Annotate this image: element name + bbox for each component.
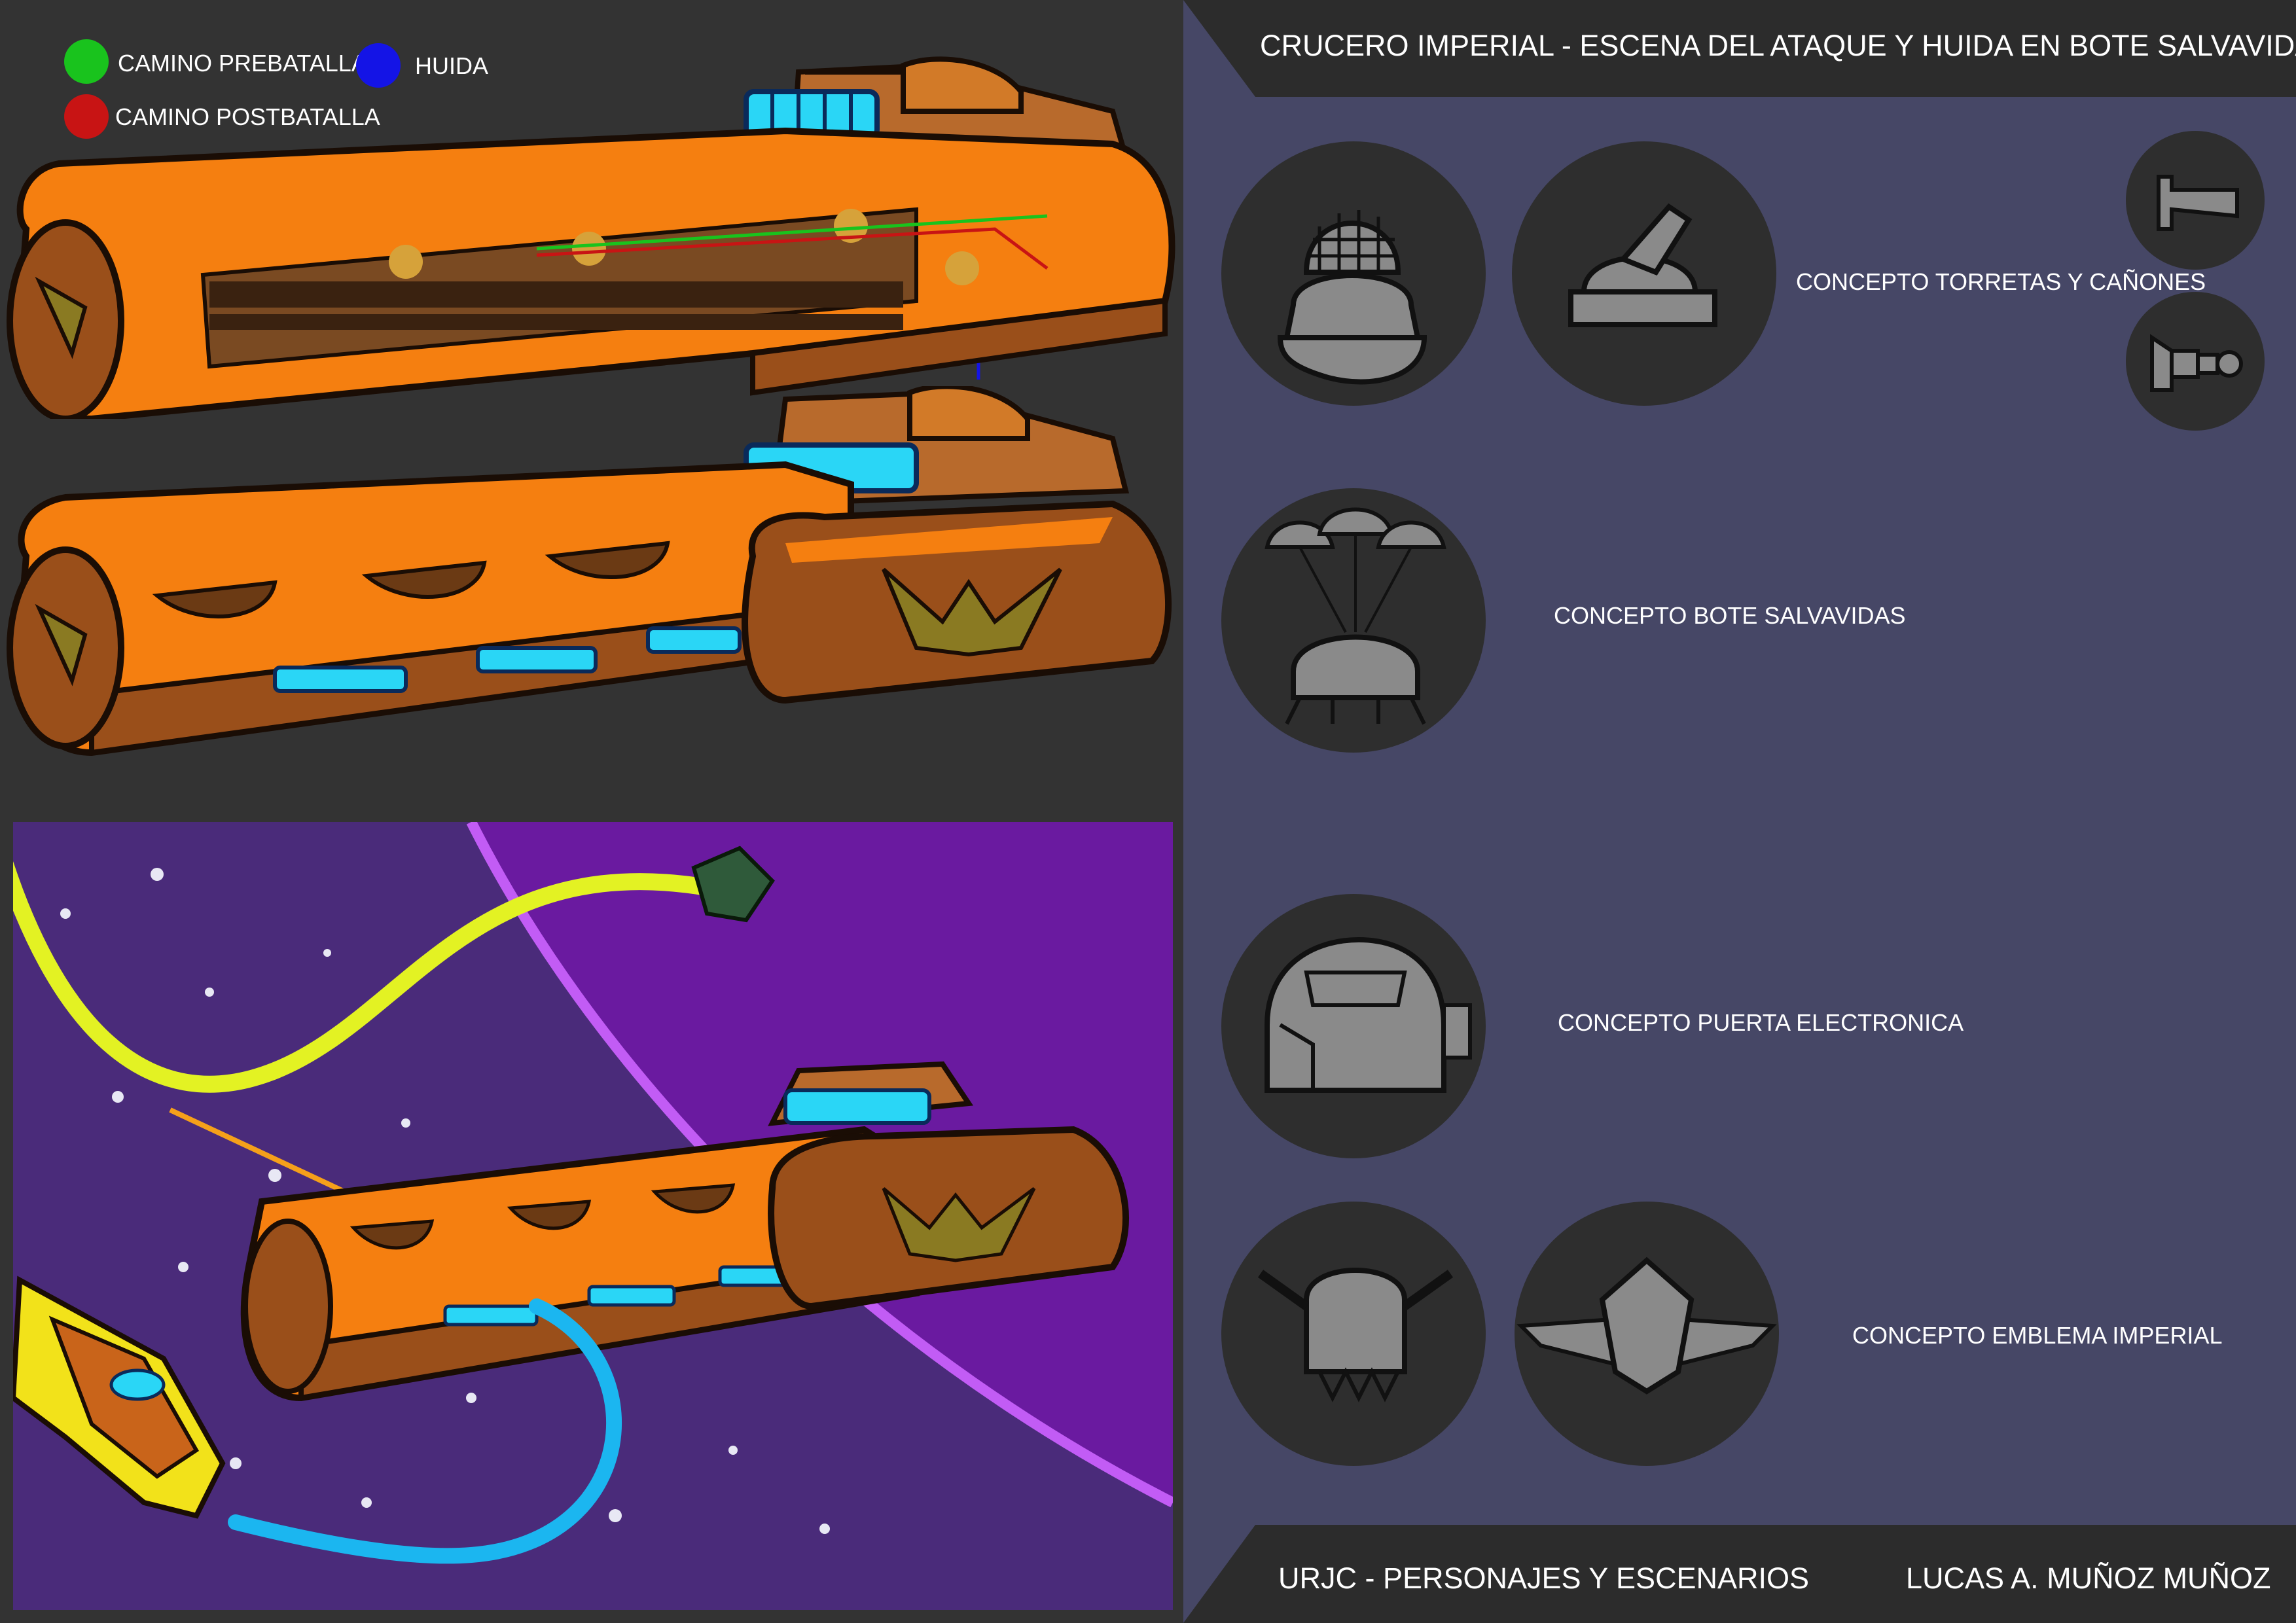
cannon-muzzle-icon — [2150, 334, 2243, 392]
legend-label-escape: HUIDA — [415, 52, 489, 79]
turret-dome-icon — [1277, 210, 1427, 385]
cannon-concept-2 — [2126, 292, 2265, 431]
emblem-concept-2 — [1515, 1202, 1779, 1466]
legend-dot-postbattle — [64, 94, 109, 139]
lifeboat-label: CONCEPTO BOTE SALVAVIDAS — [1554, 602, 1906, 629]
battle-scene-illustration — [13, 822, 1173, 1610]
winged-emblem-icon — [1516, 1257, 1777, 1395]
legend-label-prebattle: CAMINO PREBATALLA — [118, 50, 367, 77]
author-label: LUCAS A. MUÑOZ MUÑOZ — [1906, 1561, 2271, 1595]
turret-concept-2 — [1512, 141, 1776, 406]
cannon-turret-icon — [1568, 203, 1717, 327]
lifeboat-parachute-icon — [1265, 507, 1446, 725]
cruiser-cutaway-illustration — [7, 56, 1175, 419]
cannon-concept-1 — [2126, 131, 2265, 270]
title-banner — [1183, 0, 2296, 97]
turret-concept-1 — [1221, 141, 1486, 406]
door-concept — [1221, 894, 1486, 1158]
legend-label-postbattle: CAMINO POSTBATALLA — [115, 103, 380, 130]
skull-emblem-icon — [1257, 1268, 1454, 1402]
door-label: CONCEPTO PUERTA ELECTRONICA — [1558, 1009, 1964, 1036]
lifeboat-concept — [1221, 488, 1486, 753]
emblem-concept-1 — [1221, 1202, 1486, 1466]
turrets-label: CONCEPTO TORRETAS Y CAÑONES — [1796, 268, 2206, 295]
page-title: CRUCERO IMPERIAL - ESCENA DEL ATAQUE Y H… — [1260, 29, 2296, 62]
footer-banner — [1183, 1525, 2296, 1623]
cannon-barrel-icon — [2157, 175, 2239, 231]
legend-dot-escape — [356, 43, 401, 88]
emblem-label: CONCEPTO EMBLEMA IMPERIAL — [1852, 1322, 2223, 1349]
course-label: URJC - PERSONAJES Y ESCENARIOS — [1278, 1561, 1810, 1595]
legend-dot-prebattle — [64, 39, 109, 84]
electronic-door-icon — [1265, 936, 1472, 1093]
cruiser-exterior-illustration — [7, 386, 1172, 757]
